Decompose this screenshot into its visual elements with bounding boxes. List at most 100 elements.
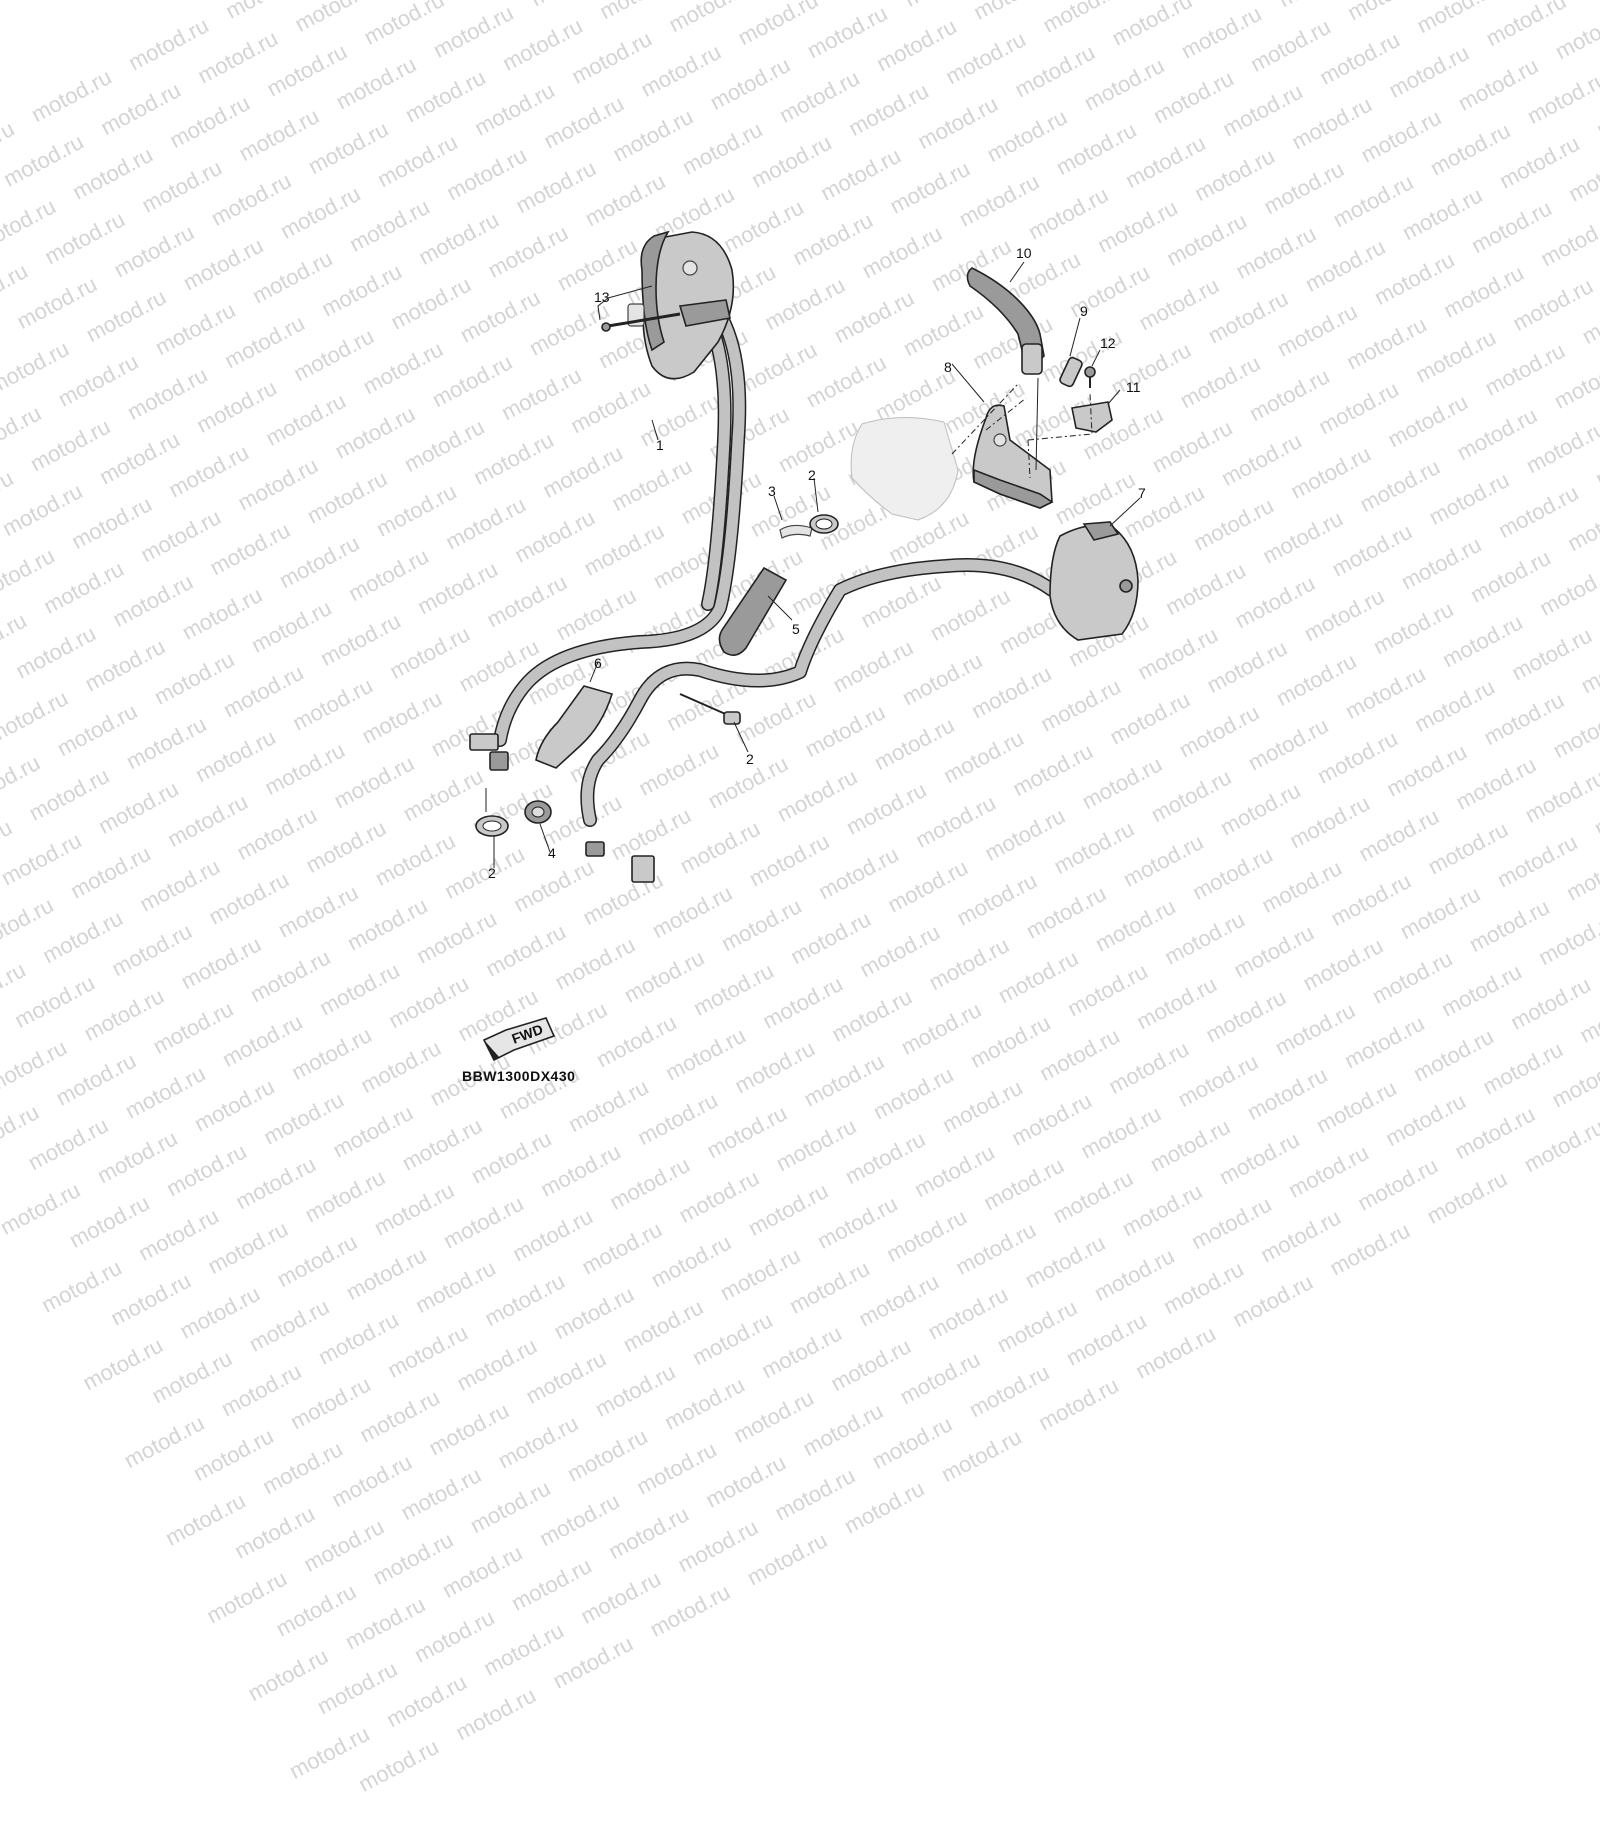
callout-4: 4 (548, 845, 556, 861)
part-2-clamp-lower (476, 816, 508, 836)
parts-diagram: FWD 13 1 10 9 12 8 11 3 2 7 5 6 2 4 2 (0, 0, 1600, 1200)
callout-7: 7 (1138, 485, 1146, 501)
watermark-text: motod.ru (230, 1501, 319, 1565)
watermark-text: motod.ru (993, 1295, 1082, 1359)
part-4-grommet (525, 801, 551, 823)
watermark-text: motod.ru (868, 1411, 957, 1475)
watermark-text: motod.ru (148, 1345, 237, 1409)
watermark-text: motod.ru (591, 1359, 680, 1423)
callout-2-middle: 2 (746, 751, 754, 767)
watermark-text: motod.ru (79, 1332, 168, 1396)
watermark-text: motod.ru (619, 1294, 708, 1358)
watermark-text: motod.ru (882, 1204, 971, 1268)
callout-6: 6 (594, 655, 602, 671)
watermark-text: motod.ru (453, 1333, 542, 1397)
watermark-text: motod.ru (244, 1643, 333, 1707)
watermark-text: motod.ru (604, 1501, 693, 1565)
watermark-text: motod.ru (106, 1268, 195, 1332)
watermark-text: motod.ru (411, 1255, 500, 1319)
watermark-text: motod.ru (342, 1242, 431, 1306)
callout-5: 5 (792, 621, 800, 637)
callout-11: 11 (1126, 379, 1141, 395)
watermark-text: motod.ru (286, 1372, 375, 1436)
watermark-text: motod.ru (258, 1436, 347, 1500)
watermark-text: motod.ru (799, 1398, 888, 1462)
watermark-text: motod.ru (273, 1229, 362, 1293)
part-3-band (780, 525, 812, 538)
watermark-text: motod.ru (924, 1282, 1013, 1346)
watermark-text: motod.ru (410, 1605, 499, 1669)
watermark-text: motod.ru (896, 1346, 985, 1410)
watermark-text: motod.ru (217, 1358, 306, 1422)
watermark-text: motod.ru (1187, 1191, 1276, 1255)
watermark-text: motod.ru (120, 1410, 209, 1474)
watermark-text: motod.ru (300, 1514, 389, 1578)
watermark-text: motod.ru (1131, 1321, 1220, 1385)
callout-12: 12 (1100, 335, 1116, 351)
watermark-text: motod.ru (189, 1423, 278, 1487)
watermark-text: motod.ru (647, 1230, 736, 1294)
watermark-text: motod.ru (550, 1281, 639, 1345)
watermark-text: motod.ru (840, 1476, 929, 1540)
watermark-text: motod.ru (508, 1204, 597, 1268)
watermark-text: motod.ru (757, 1320, 846, 1384)
ghost-part (851, 417, 958, 520)
part-8-lever-holder (973, 405, 1052, 508)
watermark-text: motod.ru (729, 1385, 818, 1449)
watermark-text: motod.ru (480, 1268, 569, 1332)
watermark-text: motod.ru (285, 1721, 374, 1785)
part-9-pin (1059, 356, 1084, 387)
watermark-text: motod.ru (854, 1269, 943, 1333)
part-7-right-handlebar-switch (1050, 522, 1138, 640)
watermark-text: motod.ru (1090, 1243, 1179, 1307)
watermark-text: motod.ru (425, 1398, 514, 1462)
watermark-text: motod.ru (382, 1669, 471, 1733)
callout-3: 3 (768, 483, 776, 499)
fwd-arrow-icon: FWD (484, 1018, 554, 1060)
watermark-text: motod.ru (1034, 1372, 1123, 1436)
watermark-text: motod.ru (313, 1656, 402, 1720)
watermark-text: motod.ru (479, 1618, 568, 1682)
watermark-text: motod.ru (272, 1579, 361, 1643)
diagram-code: BBW1300DX430 (462, 1068, 575, 1084)
watermark-text: motod.ru (314, 1307, 403, 1371)
watermark-text: motod.ru (688, 1307, 777, 1371)
watermark-text: motod.ru (965, 1359, 1054, 1423)
callout-1: 1 (656, 437, 664, 453)
watermark-text: motod.ru (134, 1203, 223, 1267)
watermark-text: motod.ru (813, 1191, 902, 1255)
watermark-text: motod.ru (937, 1424, 1026, 1488)
watermark-text: motod.ru (383, 1320, 472, 1384)
watermark-text: motod.ru (702, 1450, 791, 1514)
watermark-text: motod.ru (785, 1256, 874, 1320)
callout-2-lower: 2 (488, 865, 496, 881)
callout-13: 13 (594, 289, 610, 305)
watermark-text: motod.ru (1256, 1205, 1345, 1269)
watermark-text: motod.ru (369, 1527, 458, 1591)
watermark-text: motod.ru (535, 1488, 624, 1552)
watermark-text: motod.ru (646, 1579, 735, 1643)
part-12-small-screw (1085, 367, 1095, 388)
part-2-clamp-upper (810, 515, 838, 533)
watermark-text: motod.ru (771, 1463, 860, 1527)
watermark-text: motod.ru (660, 1372, 749, 1436)
watermark-text: motod.ru (743, 1527, 832, 1591)
callout-8: 8 (944, 359, 952, 375)
watermark-text: motod.ru (1326, 1218, 1415, 1282)
watermark-text: motod.ru (37, 1255, 126, 1319)
watermark-text: motod.ru (245, 1294, 334, 1358)
right-switch-cable (587, 565, 1052, 820)
watermark-text: motod.ru (354, 1734, 443, 1798)
watermark-text: motod.ru (451, 1682, 540, 1746)
callout-9: 9 (1080, 303, 1088, 319)
watermark-text: motod.ru (439, 1191, 528, 1255)
watermark-text: motod.ru (328, 1449, 417, 1513)
watermark-text: motod.ru (1159, 1256, 1248, 1320)
callout-2-upper: 2 (808, 467, 816, 483)
watermark-text: motod.ru (549, 1631, 638, 1695)
callout-10: 10 (1016, 245, 1032, 261)
watermark-text: motod.ru (202, 1566, 291, 1630)
watermark-text: motod.ru (952, 1217, 1041, 1281)
watermark-text: motod.ru (161, 1488, 250, 1552)
part-2-clip-middle (680, 694, 740, 724)
